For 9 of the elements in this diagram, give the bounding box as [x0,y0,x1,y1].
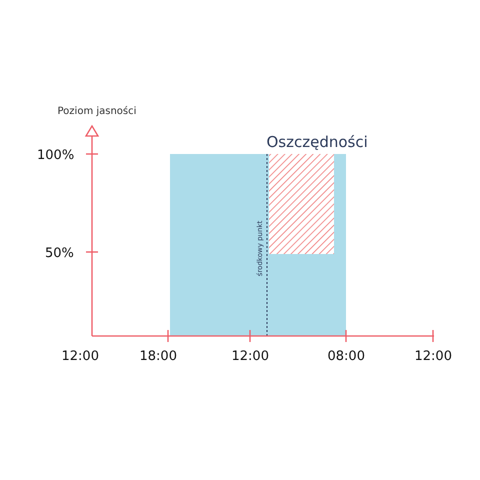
axis-title: Poziom jasności [58,107,136,117]
tick-label: 100% [37,148,74,162]
tick-label: 08:00 [328,350,365,362]
tick-label: 12:00 [62,350,99,362]
tick-label: 18:00 [140,350,177,362]
tick-label: 12:00 [414,350,452,362]
tick-label: 12:00 [232,350,269,362]
tick-label: 50% [45,246,74,260]
area-label: Oszczędności [266,134,368,150]
